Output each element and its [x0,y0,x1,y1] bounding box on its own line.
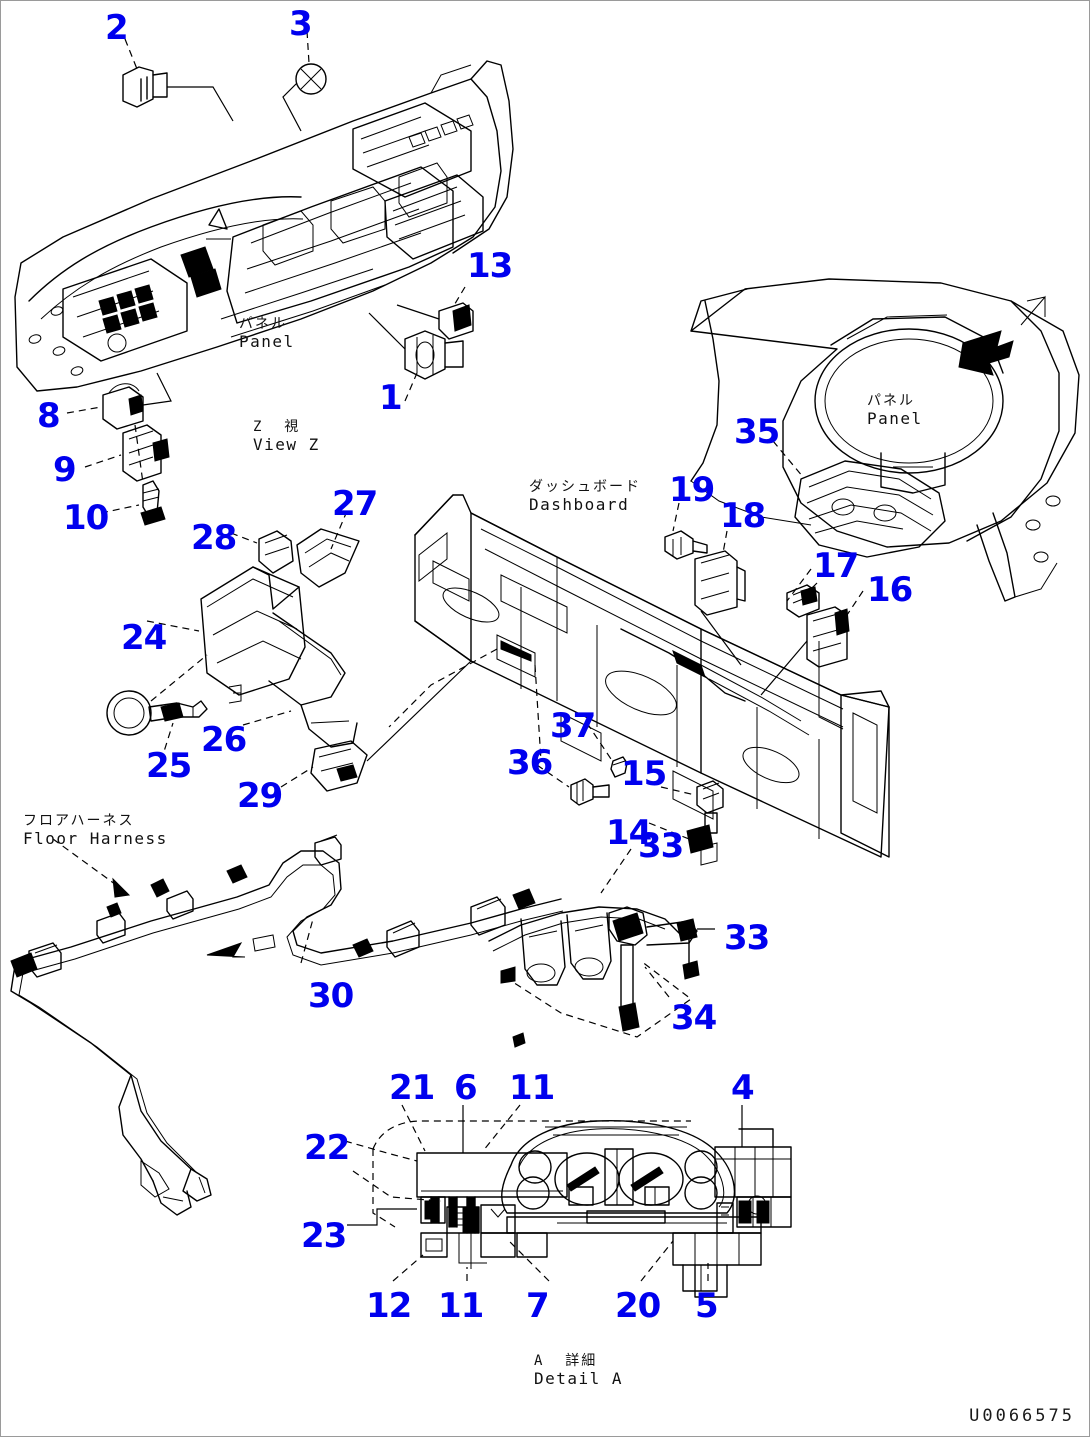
callout-number-4: 4 [731,1068,755,1108]
callout-number-8: 8 [37,396,61,436]
callout-number-22: 22 [304,1128,350,1168]
caption-dashboard-jp: ダッシュボード [529,479,641,495]
callout-number-11: 11 [438,1286,484,1326]
callout-number-30: 30 [308,976,354,1016]
callout-number-14: 14 [606,813,652,853]
callout-number-16: 16 [867,570,913,610]
callout-number-37: 37 [550,706,596,746]
floor-harness-assembly [10,834,564,1216]
callout-number-7: 7 [526,1286,550,1326]
callout-number-34: 34 [671,998,717,1038]
caption-panel-right-jp: パネル [867,393,915,409]
caption-floor-harness-en: Floor Harness [23,828,168,848]
callout-number-1: 1 [379,378,403,418]
callout-number-25: 25 [146,746,192,786]
callout-number-27: 27 [332,484,378,524]
callout-number-28: 28 [191,518,237,558]
caption-detail-a-en: Detail A [534,1368,624,1388]
callout-number-35: 35 [734,412,780,452]
callout-number-12: 12 [366,1286,412,1326]
parts-16-17 [760,568,864,730]
callout-number-33: 33 [638,826,684,866]
callout-number-18: 18 [720,496,766,536]
callout-number-26: 26 [201,720,247,760]
caption-detail-a-jp: A 詳細 [534,1353,598,1369]
callout-number-9: 9 [53,450,77,490]
callout-number-11: 11 [509,1068,555,1108]
drawing-part-number: U0066575 [969,1406,1075,1426]
callout-number-15: 15 [621,754,667,794]
caption-panel-view-z-jp: パネル [239,316,287,332]
callout-number-6: 6 [454,1068,478,1108]
callout-number-19: 19 [669,470,715,510]
callout-number-23: 23 [301,1216,347,1256]
part-13-clip [396,286,474,340]
callout-number-33: 33 [724,918,770,958]
callout-number-20: 20 [615,1286,661,1326]
caption-view-z-en: View Z [253,434,320,454]
callout-number-13: 13 [467,246,513,286]
caption-panel-right-en: Panel [867,408,923,428]
caption-panel-view-z-en: Panel [239,331,295,351]
callout-number-5: 5 [695,1286,719,1326]
part-3-knob [282,30,327,132]
callout-number-17: 17 [813,546,859,586]
part-35-meter-cluster [772,440,946,558]
caption-view-z-jp: Z 視 [253,419,301,435]
callout-number-3: 3 [289,4,313,44]
callout-number-10: 10 [63,498,109,538]
callout-number-21: 21 [389,1068,435,1108]
caption-floor-harness-jp: フロアハーネス [23,813,135,829]
caption-dashboard-en: Dashboard [529,494,630,514]
callout-number-36: 36 [507,743,553,783]
callout-number-2: 2 [105,8,129,48]
part-2-switch [122,38,234,122]
detail-a-assembly [344,1104,792,1298]
callout-number-29: 29 [237,776,283,816]
callout-number-24: 24 [121,618,167,658]
